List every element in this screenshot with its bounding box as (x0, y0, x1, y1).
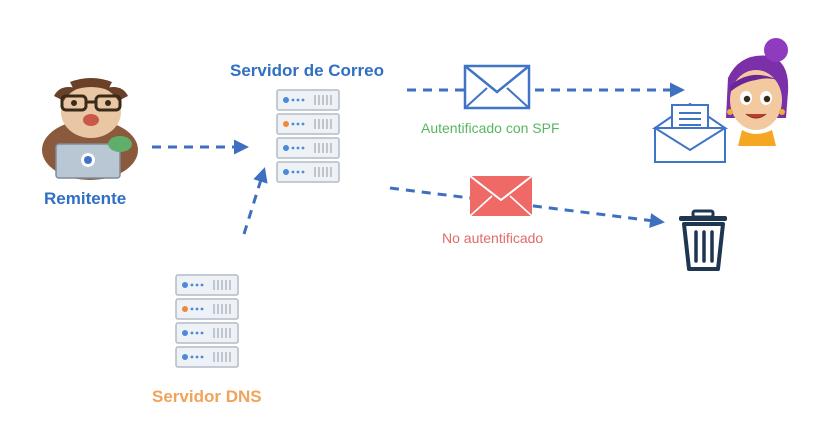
sender-label: Remitente (44, 189, 127, 208)
mail-server-icon (276, 89, 340, 183)
mail-server-label: Servidor de Correo (230, 61, 384, 80)
spf-authenticated-label: Autentificado con SPF (421, 120, 560, 136)
dns-server-icon (175, 274, 239, 368)
arrow-mail-server-to-trash (389, 186, 665, 228)
sender-avatar-icon (42, 78, 138, 180)
arrow-dns-to-mail-server (242, 167, 268, 235)
not-authenticated-label: No autentificado (442, 230, 544, 246)
authenticated-envelope-icon (463, 64, 531, 110)
dns-server-label: Servidor DNS (152, 387, 262, 406)
trash-icon (679, 209, 727, 271)
open-envelope-icon (651, 102, 729, 163)
rejected-envelope-icon (469, 175, 533, 217)
recipient-avatar-icon (726, 38, 789, 146)
